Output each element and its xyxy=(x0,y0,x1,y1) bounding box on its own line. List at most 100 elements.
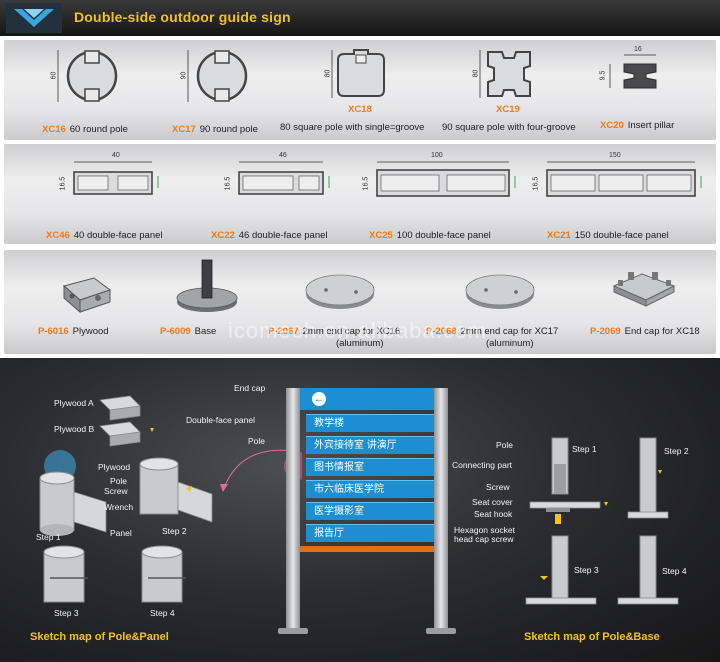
base-icon xyxy=(176,259,238,312)
square-end-cap-icon xyxy=(612,272,676,307)
sign-row: 报告厅 xyxy=(306,524,434,542)
product-code: XC46 xyxy=(46,230,70,241)
double-face-panel-icon xyxy=(546,161,702,197)
label-plywood-b: Plywood B xyxy=(54,424,95,434)
square-pole-four-groove-icon xyxy=(479,50,531,98)
round-pole-icon xyxy=(57,50,118,102)
product-code: P-2069 xyxy=(590,326,621,337)
sign-row: 医学摄影室 xyxy=(306,502,434,520)
step-label: Step 4 xyxy=(150,608,175,618)
product-code: P-2067 xyxy=(268,326,299,337)
sign-row: 市六临床医学院 xyxy=(306,480,434,498)
product-xc19: 80 XC19 90 square pole with four-groove xyxy=(442,46,624,136)
dimension-label: 100 xyxy=(431,152,443,159)
step-label: Step 2 xyxy=(664,446,689,456)
dimension-label: 16.5 xyxy=(532,176,540,191)
sign-row: 图书情报室 xyxy=(306,458,434,476)
plywood-clip-icon xyxy=(62,277,112,314)
product-code: XC20 xyxy=(600,120,624,131)
product-code: XC18 xyxy=(348,104,372,115)
label-hex-screw: Hexagon socket xyxy=(454,525,515,535)
product-code: XC25 xyxy=(369,230,393,241)
page-title: Double-side outdoor guide sign xyxy=(74,9,291,25)
sign-accent-strip xyxy=(300,546,434,552)
double-face-panel-icon xyxy=(238,161,330,195)
sign-row: 教学楼 xyxy=(306,414,434,432)
product-label: 150 double-face panel xyxy=(574,230,669,241)
back-arrow-icon: ← xyxy=(312,392,326,406)
step-label: Step 1 xyxy=(36,532,61,542)
dimension-label: 16.5 xyxy=(362,176,370,191)
sign-top-panel: ← xyxy=(300,388,434,410)
label-end-cap: End cap xyxy=(234,383,266,393)
step-label: Step 4 xyxy=(662,566,687,576)
product-code: XC19 xyxy=(496,104,520,115)
dimension-label: 16 xyxy=(634,46,642,53)
double-face-panel-icon xyxy=(73,161,159,195)
dimension-label: 80 xyxy=(324,69,332,78)
dimension-label: 9.5 xyxy=(599,70,607,81)
round-pole-icon xyxy=(187,50,248,102)
product-label: 60 round pole xyxy=(69,124,128,135)
product-label: 46 double-face panel xyxy=(238,230,328,241)
dimension-label: 150 xyxy=(609,152,621,159)
product-code: XC21 xyxy=(547,230,571,241)
sign-base-left xyxy=(278,628,308,634)
sign-post-right xyxy=(434,388,448,634)
product-code: P-2068 xyxy=(426,326,457,337)
product-code: P-6016 xyxy=(38,326,69,337)
product-xc18: 80 XC18 80 square pole with single=groov… xyxy=(280,46,496,136)
double-face-panel-icon xyxy=(376,161,516,197)
label-seat-hook: Seat hook xyxy=(474,509,513,519)
product-label: 2mm end cap for XC16 xyxy=(302,326,401,337)
product-label: 80 square pole with single=groove xyxy=(280,122,425,133)
product-sublabel: (aluminum) xyxy=(336,338,384,349)
label-connecting-part: Connecting part xyxy=(452,460,513,470)
sign-row: 外宾接待室 讲演厅 xyxy=(306,436,434,454)
label-screw: Screw xyxy=(104,486,128,496)
label-screw: Screw xyxy=(486,482,510,492)
round-end-cap-icon xyxy=(305,274,375,309)
header-bar: Double-side outdoor guide sign xyxy=(0,0,720,36)
dimension-label: 80 xyxy=(472,69,480,78)
pole-base-title: Sketch map of Pole&Base xyxy=(524,631,660,643)
pole-panel-sketch xyxy=(39,395,213,603)
product-label: 90 square pole with four-groove xyxy=(442,122,576,133)
label-pole: Pole xyxy=(248,436,266,446)
product-code: P-6009 xyxy=(160,326,191,337)
product-label: End cap for XC18 xyxy=(624,326,700,337)
product-label: Insert pillar xyxy=(627,120,675,131)
pole-panel-title: Sketch map of Pole&Panel xyxy=(30,631,169,643)
assembly-diagram: Plywood A Plywood B Plywood Pole Screw W… xyxy=(0,358,720,662)
square-pole-single-groove-icon xyxy=(331,49,385,98)
label-hex-screw-2: head cap screw xyxy=(454,534,514,544)
label-pole: Pole xyxy=(110,476,128,486)
product-label: Base xyxy=(194,326,217,337)
product-label: 90 round pole xyxy=(199,124,258,135)
step-label: Step 1 xyxy=(572,444,597,454)
step-label: Step 2 xyxy=(162,526,187,536)
product-label: 40 double-face panel xyxy=(73,230,163,241)
pole-base-sketch xyxy=(525,437,679,605)
watermark: icomech.en.alibaba.com xyxy=(228,318,488,343)
